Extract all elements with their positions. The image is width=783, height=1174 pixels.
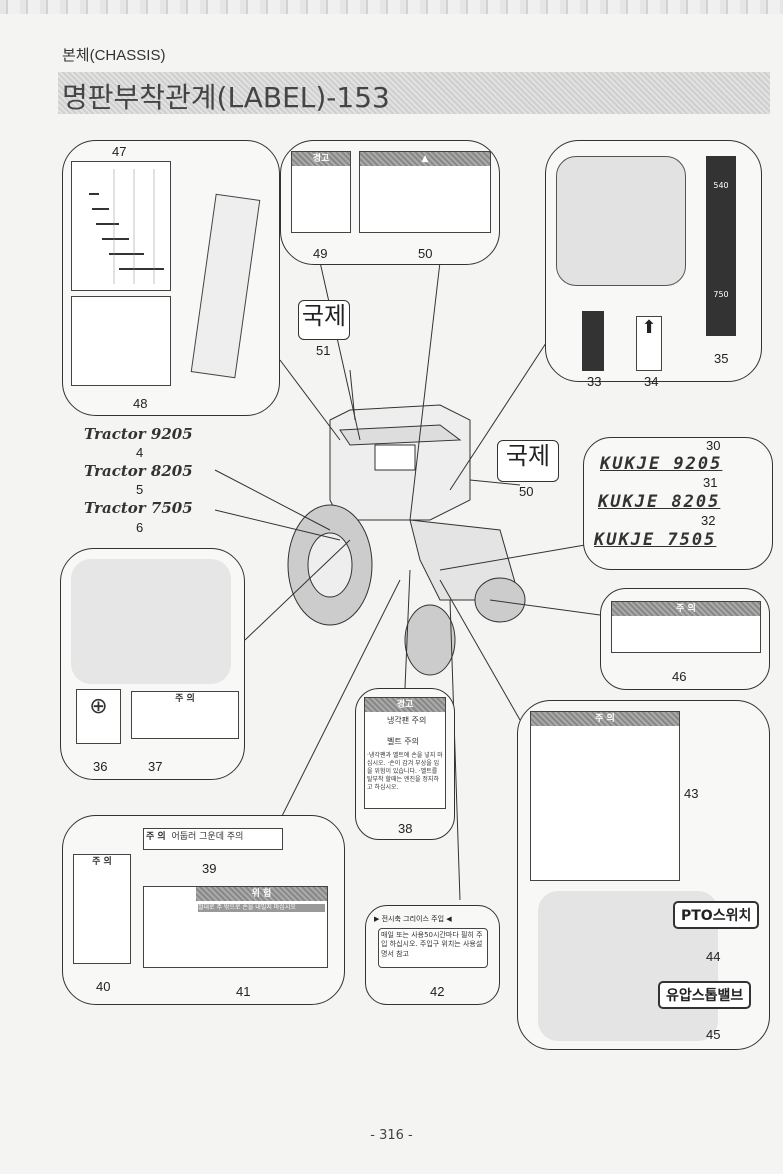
label-39: 주 의 어둡러 그운데 주의 (143, 828, 283, 850)
callout-number: 40 (96, 979, 111, 994)
gukje-logo-51: 국제 (298, 300, 350, 340)
label-43: 주 의 (530, 711, 680, 881)
brake-lock-icon: ⊕ (76, 689, 121, 744)
model-label-7505: Tractor 7505 (84, 499, 193, 517)
page-title: 명판부착관계(LABEL)-153 (62, 81, 390, 114)
label-header: 주 의 (146, 832, 166, 842)
model-label-9205: Tractor 9205 (84, 425, 193, 443)
label-42-header: ▶ 전시축 그리이스 주입 ◀ (374, 915, 452, 923)
callout-number: 51 (316, 343, 331, 358)
callout-number: 50 (519, 484, 534, 499)
label-37: 주 의 (131, 691, 239, 739)
callout-box-42: ▶ 전시축 그리이스 주입 ◀ 매일 또는 사용50시간마다 필히 주입 하십시… (365, 905, 500, 1005)
callout-number: 30 (706, 438, 721, 453)
kukje-label-9205: KUKJE 9205 (600, 454, 723, 474)
label-38-fan: 냉각팬 주의 (387, 716, 427, 726)
label-header: 경고 (292, 152, 350, 167)
label-41-text: 절대로 주 밖으로 손을 내밀지 마십시오 (198, 904, 325, 913)
model-label-8205: Tractor 8205 (84, 462, 193, 480)
callout-box-46: 주 의 (600, 588, 770, 690)
label-header: 주 의 (612, 602, 760, 617)
callout-number: 46 (672, 669, 687, 684)
label-header: 주 의 (74, 855, 130, 870)
page-number: - 316 - (370, 1128, 413, 1143)
callout-number: 5 (136, 482, 144, 497)
callout-box-43-45: 주 의 PTO스위치 유압스톱밸브 (517, 700, 770, 1050)
callout-number: 50 (418, 246, 433, 261)
label-39-text: 어둡러 그운데 주의 (171, 832, 244, 842)
callout-box-49-50: 경고 ▲ (280, 140, 500, 265)
label-41: 위 험 절대로 주 밖으로 손을 내밀지 마십시오 (143, 886, 328, 968)
pto-lever-illustration (556, 156, 686, 286)
callout-number: 6 (136, 520, 144, 535)
pto-speed-540: 540 (713, 181, 729, 190)
callout-number: 42 (430, 984, 445, 999)
callout-number: 48 (133, 396, 148, 411)
label-46: 주 의 (611, 601, 761, 653)
label-40: 주 의 (73, 854, 131, 964)
title-bar (58, 72, 770, 114)
label-38-body: ·냉각팬과 벨트에 손을 넣지 마십시오. ·손이 감겨 부상을 입을 위험이 … (367, 751, 443, 792)
callout-number: 35 (714, 351, 729, 366)
callout-box-47-48 (62, 140, 280, 416)
callout-number: 33 (587, 374, 602, 389)
pto-speed-750: 750 (713, 290, 729, 299)
label-35: 540 750 (706, 156, 736, 336)
label-44-pto-switch: PTO스위치 (673, 901, 760, 929)
tractor-illustration (287, 404, 526, 676)
label-header: 주 의 (132, 692, 238, 707)
callout-number: 38 (398, 821, 413, 836)
scan-artifact (0, 0, 783, 14)
callout-number: 44 (706, 949, 721, 964)
callout-box-33-35: ⬆ 540 750 (545, 140, 762, 382)
callout-number: 41 (236, 984, 251, 999)
callout-number: 37 (148, 759, 163, 774)
label-header: 주 의 (531, 712, 679, 727)
section-heading: 본체(CHASSIS) (62, 47, 166, 64)
label-33 (582, 311, 604, 371)
callout-box-39-41: 주 의 어둡러 그운데 주의 주 의 위 험 절대로 주 밖으로 손을 내밀지 … (62, 815, 345, 1005)
label-42: 매일 또는 사용50시간마다 필히 주입 하십시오. 주입구 위치는 사용설명서… (378, 928, 488, 968)
callout-box-38: 경고 냉각팬 주의 벨트 주의 ·냉각팬과 벨트에 손을 넣지 마십시오. ·손… (355, 688, 455, 840)
brake-area-illustration (71, 559, 231, 684)
callout-number: 34 (644, 374, 659, 389)
callout-number: 32 (701, 513, 716, 528)
callout-number: 43 (684, 786, 699, 801)
kukje-label-7505: KUKJE 7505 (594, 530, 717, 550)
callout-number: 49 (313, 246, 328, 261)
callout-number: 4 (136, 445, 144, 460)
label-header: ▲ (360, 152, 490, 167)
label-38-belt: 벨트 주의 (387, 736, 419, 746)
label-47-chart (71, 161, 171, 291)
kukje-label-8205: KUKJE 8205 (598, 492, 721, 512)
label-38: 경고 냉각팬 주의 벨트 주의 ·냉각팬과 벨트에 손을 넣지 마십시오. ·손… (364, 697, 446, 809)
callout-number: 36 (93, 759, 108, 774)
callout-number: 47 (112, 144, 127, 159)
label-header: 위 험 (196, 887, 327, 902)
label-50: ▲ (359, 151, 491, 233)
label-header: 경고 (365, 698, 445, 713)
label-45-hydraulic-stop-valve: 유압스톱밸브 (658, 981, 752, 1009)
label-49: 경고 (291, 151, 351, 233)
arrow-up-icon: ⬆ (636, 316, 662, 371)
label-48-switch-panel (71, 296, 171, 386)
callout-number: 31 (703, 475, 718, 490)
gukje-logo-50: 국제 (497, 440, 559, 482)
callout-number: 39 (202, 861, 217, 876)
callout-box-30-32 (583, 437, 773, 570)
control-panel-illustration (190, 193, 261, 379)
callout-box-36-37: ⊕ 주 의 (60, 548, 245, 780)
callout-number: 45 (706, 1027, 721, 1042)
